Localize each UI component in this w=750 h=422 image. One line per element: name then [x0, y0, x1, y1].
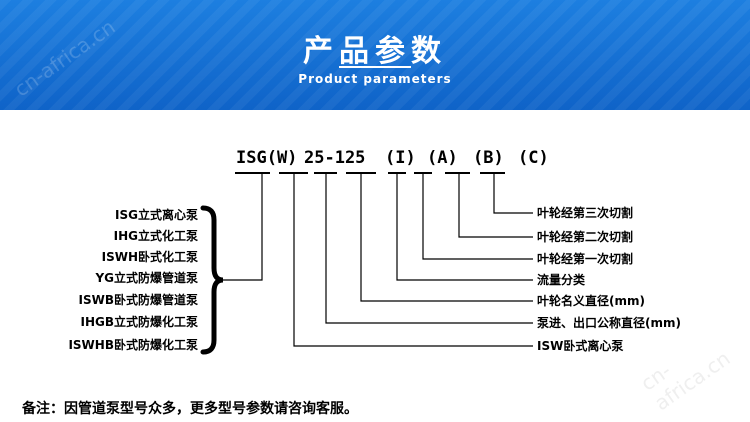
title-divider [339, 66, 411, 68]
pump-type-item: YG立式防爆管道泵 [94, 270, 198, 285]
code-legend: 叶轮经第三次切割 叶轮经第二次切割 叶轮经第一次切割 流量分类 叶轮名义直径(m… [537, 205, 681, 353]
pump-type-item: ISWB卧式防爆管道泵 [79, 292, 199, 307]
code-segment-cut-c: (C) [518, 148, 549, 168]
header-banner: cn-africa.cn 产品参数 Product parameters [0, 0, 750, 110]
legend-item: 泵进、出口公称直径(mm) [537, 315, 681, 330]
pump-type-item: ISG立式离心泵 [115, 207, 198, 222]
code-segment-cut-a: (A) [427, 148, 458, 168]
footnote: 备注：因管道泵型号众多，更多型号参数请咨询客服。 [22, 401, 358, 417]
code-segment-flow: (I) [385, 148, 416, 168]
legend-item: 叶轮经第三次切割 [537, 205, 633, 220]
pump-type-item: IHGB立式防爆化工泵 [80, 314, 198, 329]
page-title: 产品参数 [303, 34, 447, 69]
pump-type-item: ISWHB卧式防爆化工泵 [68, 337, 198, 352]
legend-item: 叶轮经第一次切割 [537, 251, 633, 266]
legend-item: 叶轮经第二次切割 [537, 229, 633, 244]
pump-type-item: ISWH卧式化工泵 [102, 249, 198, 264]
code-segment-size: 25-125 [304, 148, 365, 168]
legend-item: 叶轮名义直径(mm) [537, 293, 645, 308]
pump-type-bracket [200, 205, 224, 355]
code-segment-cut-b: (B) [473, 148, 504, 168]
page-subtitle: Product parameters [298, 72, 452, 86]
legend-item: ISW卧式离心泵 [537, 338, 623, 353]
legend-item: 流量分类 [537, 272, 586, 287]
pump-type-item: IHG立式化工泵 [114, 228, 198, 243]
connector-lines [223, 173, 533, 347]
pump-type-list: ISG立式离心泵 IHG立式化工泵 ISWH卧式化工泵 YG立式防爆管道泵 IS… [68, 207, 198, 352]
code-segment-series: ISG(W) [236, 148, 297, 168]
